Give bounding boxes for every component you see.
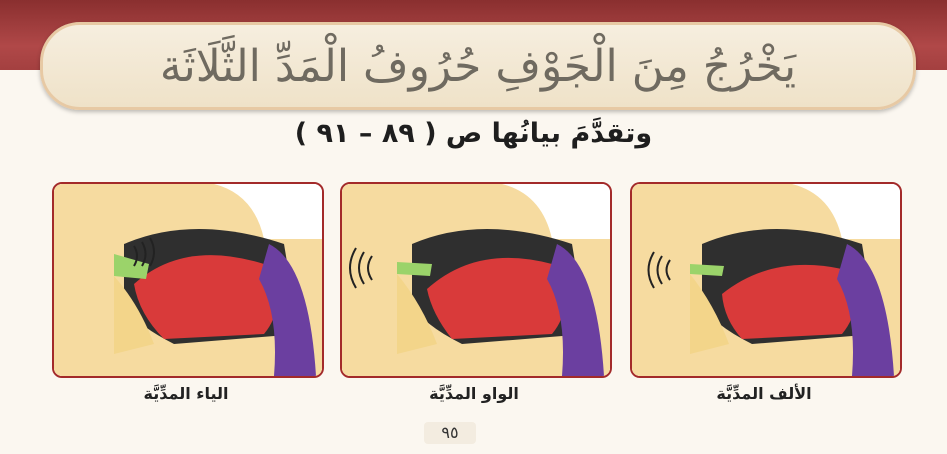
subtitle: وتقدَّمَ بيانُها ص ( ٨٩ – ٩١ )	[0, 118, 947, 149]
title-plate: يَخْرُجُ مِنَ الْجَوْفِ حُرُوفُ الْمَدِّ…	[40, 22, 916, 110]
mouth-cross-section-icon	[54, 184, 322, 376]
panel-caption-alif: الألف المدِّيَّة	[630, 384, 898, 403]
mouth-cross-section-icon	[632, 184, 900, 376]
panel-caption-waw: الواو المدِّيَّة	[340, 384, 608, 403]
illustration-panel-alif	[630, 182, 902, 378]
illustration-panel-waw	[340, 182, 612, 378]
page-title: يَخْرُجُ مِنَ الْجَوْفِ حُرُوفُ الْمَدِّ…	[160, 41, 796, 92]
page-number: ٩٥	[424, 422, 476, 444]
panel-caption-ya: الياء المدِّيَّة	[52, 384, 320, 403]
mouth-cross-section-icon	[342, 184, 610, 376]
illustration-panel-ya	[52, 182, 324, 378]
